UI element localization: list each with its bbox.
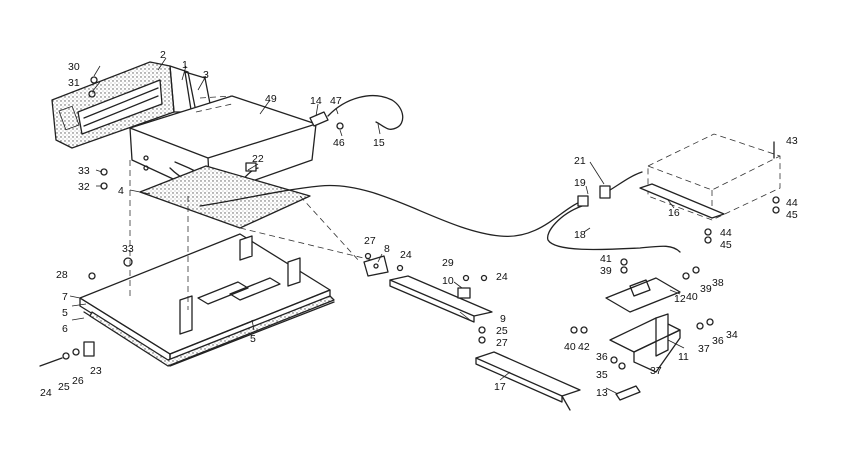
label-9: 9 — [500, 313, 506, 325]
leader-lines — [69, 57, 685, 395]
label-49: 49 — [265, 93, 277, 105]
label-25a: 25 — [58, 381, 70, 393]
label-11: 11 — [678, 351, 689, 363]
label-1: 1 — [182, 59, 188, 71]
label-6: 6 — [62, 323, 68, 335]
label-43: 43 — [786, 135, 798, 147]
label-45b: 45 — [720, 239, 732, 251]
label-28: 28 — [56, 269, 68, 281]
alignment-lines — [129, 160, 381, 310]
part-labels: 2 1 3 49 30 31 14 47 46 15 22 33 32 4 33… — [40, 49, 798, 399]
label-2: 2 — [160, 49, 166, 61]
label-31: 31 — [68, 77, 80, 89]
label-47: 47 — [330, 95, 342, 107]
cable-18 — [547, 205, 681, 253]
label-15: 15 — [373, 137, 385, 149]
label-33b: 33 — [122, 243, 134, 255]
label-41: 41 — [600, 253, 612, 265]
label-4: 4 — [118, 185, 124, 197]
label-44b: 44 — [720, 227, 732, 239]
label-21: 21 — [574, 155, 586, 167]
label-18: 18 — [574, 229, 586, 241]
label-29: 29 — [442, 257, 454, 269]
label-40b: 40 — [564, 341, 576, 353]
label-32: 32 — [78, 181, 90, 193]
bracket-12 — [605, 277, 681, 313]
label-36b: 36 — [596, 351, 608, 363]
label-5b: 5 — [250, 333, 256, 345]
label-22: 22 — [252, 153, 264, 165]
label-42: 42 — [578, 341, 590, 353]
label-37a: 37 — [698, 343, 710, 355]
fasteners — [39, 76, 780, 370]
label-36a: 36 — [712, 335, 724, 347]
plug-19 — [577, 171, 643, 207]
bracket-16 — [639, 183, 725, 219]
label-7: 7 — [62, 291, 68, 303]
label-35: 35 — [596, 369, 608, 381]
front-faceplate — [51, 61, 213, 149]
mounting-plate — [139, 165, 311, 229]
label-26: 26 — [72, 375, 84, 387]
bracket-11 — [609, 313, 681, 373]
label-24a: 24 — [40, 387, 52, 399]
handle-13 — [615, 385, 641, 401]
label-5a: 5 — [62, 307, 68, 319]
label-24b: 24 — [400, 249, 412, 261]
label-8: 8 — [384, 243, 390, 255]
label-46: 46 — [333, 137, 345, 149]
label-17: 17 — [494, 381, 506, 393]
label-39a: 39 — [600, 265, 612, 277]
label-23: 23 — [90, 365, 102, 377]
connector-14 — [309, 95, 404, 130]
label-40a: 40 — [686, 291, 698, 303]
label-24c: 24 — [496, 271, 508, 283]
bracket-8 — [363, 255, 389, 277]
label-34: 34 — [726, 329, 738, 341]
label-19: 19 — [574, 177, 586, 189]
label-27b: 27 — [496, 337, 508, 349]
label-33a: 33 — [78, 165, 90, 177]
label-13: 13 — [596, 387, 608, 399]
label-38: 38 — [712, 277, 724, 289]
label-12: 12 — [674, 293, 686, 305]
radio-unit — [129, 95, 317, 197]
label-3: 3 — [203, 69, 209, 81]
clip-10 — [457, 287, 471, 299]
label-30: 30 — [68, 61, 80, 73]
label-10: 10 — [442, 275, 454, 287]
label-14: 14 — [310, 95, 322, 107]
label-25b: 25 — [496, 325, 508, 337]
label-39b: 39 — [700, 283, 712, 295]
label-27a: 27 — [364, 235, 376, 247]
label-37b: 37 — [650, 365, 662, 377]
label-45a: 45 — [786, 209, 798, 221]
label-44a: 44 — [786, 197, 798, 209]
label-16: 16 — [668, 207, 680, 219]
tray-flange — [89, 295, 335, 367]
rail-17 — [475, 351, 581, 411]
long-cable — [199, 184, 581, 237]
rail-9 — [389, 275, 493, 323]
